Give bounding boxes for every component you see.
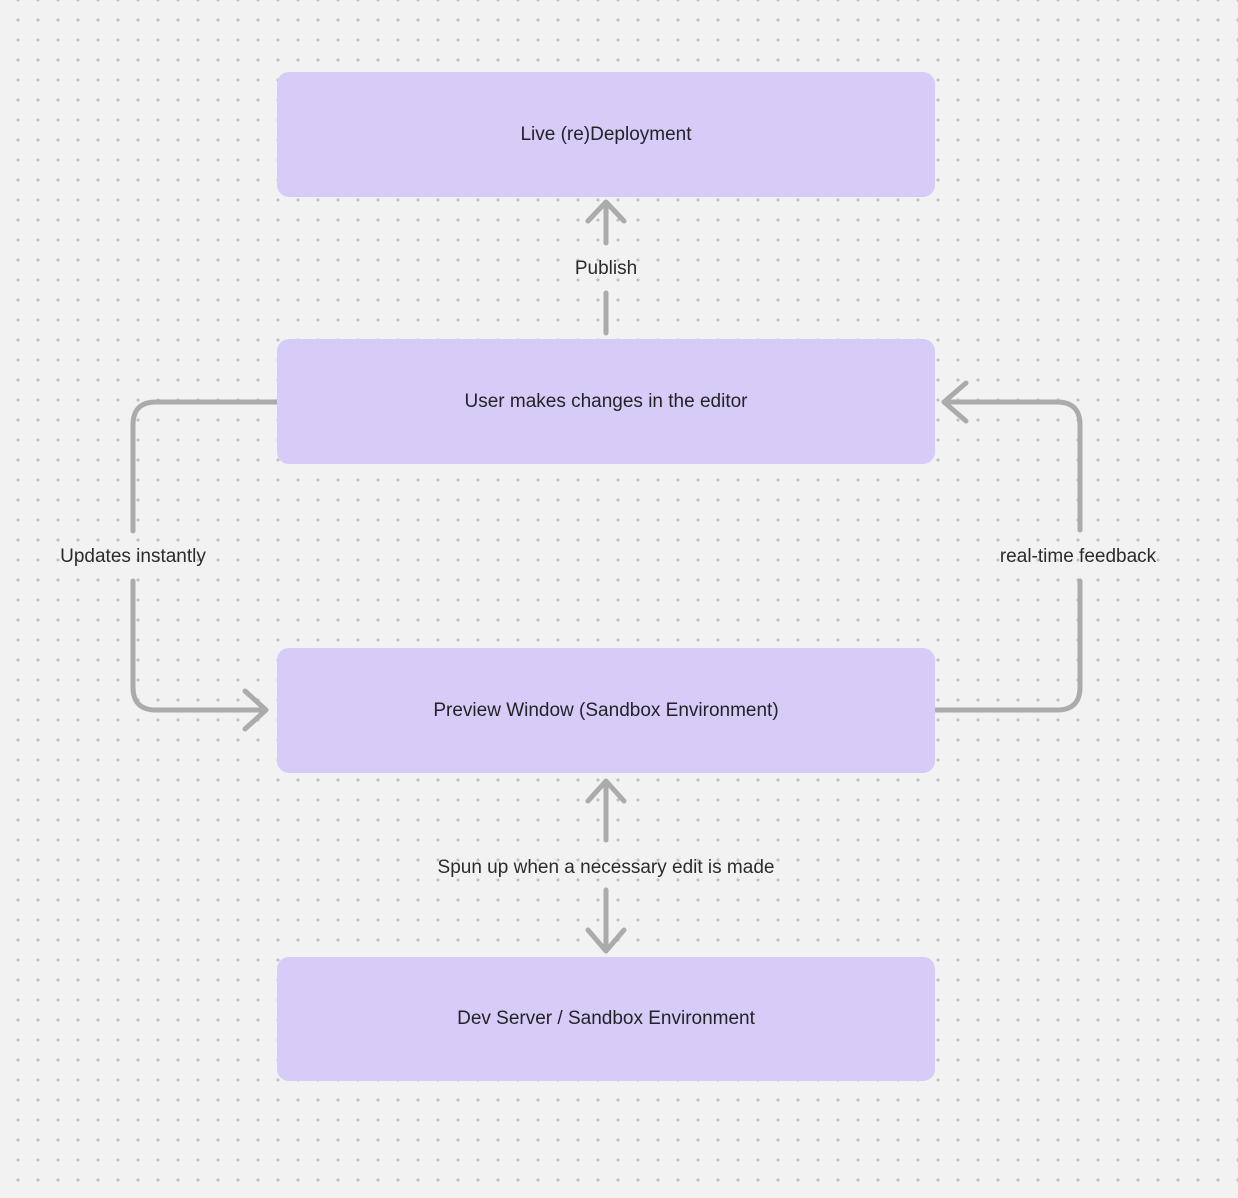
arrowhead-down-icon (585, 927, 627, 954)
edge-publish-arrow (585, 199, 627, 336)
node-dev-server: Dev Server / Sandbox Environment (277, 957, 935, 1081)
arrowhead-left-icon (941, 380, 969, 424)
edge-realtime-feedback-arrow (933, 380, 1083, 713)
node-live-deployment: Live (re)Deployment (277, 72, 935, 197)
edge-updates-instantly-arrow (130, 399, 280, 732)
node-user-editor: User makes changes in the editor (277, 339, 935, 464)
arrowhead-up-icon (585, 199, 627, 224)
arrowhead-right-icon (242, 688, 269, 732)
node-preview-window: Preview Window (Sandbox Environment) (277, 648, 935, 773)
edge-updates-segment-bottom (130, 578, 265, 713)
edge-updates-segment-top (130, 399, 280, 534)
node-preview-window-label: Preview Window (Sandbox Environment) (433, 699, 779, 721)
edge-label-real-time-feedback: real-time feedback (999, 546, 1157, 567)
node-user-editor-label: User makes changes in the editor (464, 390, 748, 412)
edge-label-updates-instantly: Updates instantly (60, 546, 206, 567)
arrowhead-up-icon (585, 778, 627, 804)
edge-label-spun-up: Spun up when a necessary edit is made (437, 857, 775, 878)
edge-feedback-segment-top (944, 399, 1083, 533)
edge-feedback-segment-bottom (933, 578, 1083, 713)
node-dev-server-label: Dev Server / Sandbox Environment (457, 1008, 755, 1029)
edge-spun-up-arrow (585, 778, 627, 954)
edge-label-publish: Publish (574, 258, 638, 279)
node-live-deployment-label: Live (re)Deployment (520, 123, 692, 145)
